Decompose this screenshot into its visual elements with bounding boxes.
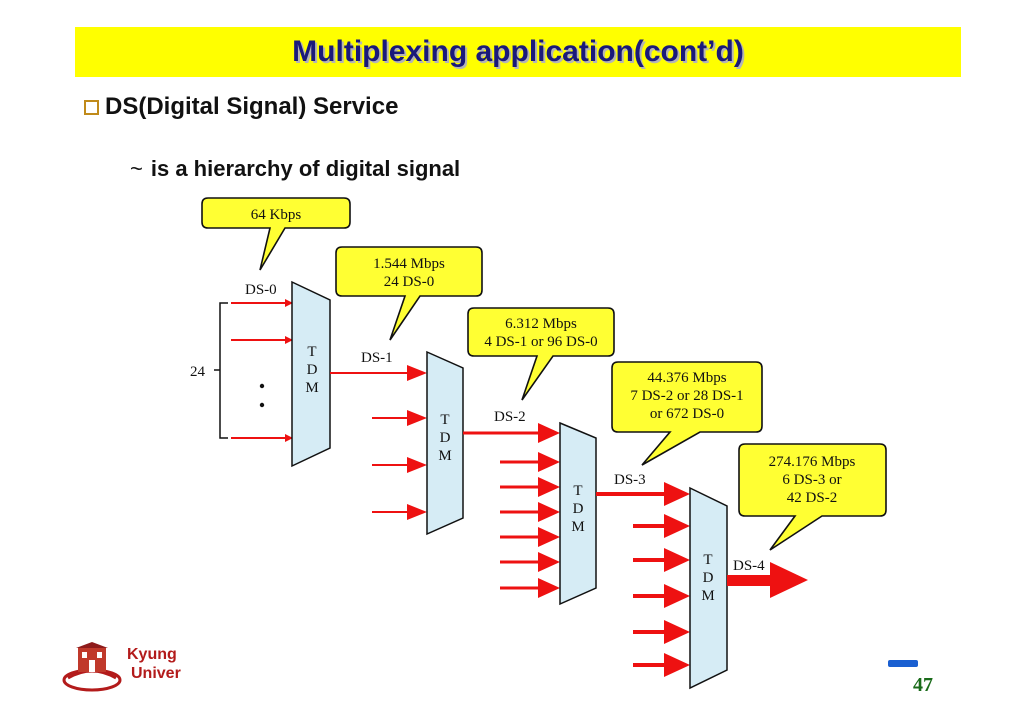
mux-label: M <box>305 380 318 396</box>
stage-ds1: DS-1 <box>330 350 427 520</box>
callout-ds4: 274.176 Mbps 6 DS-3 or 42 DS-2 <box>738 443 887 551</box>
callout-line: 6.312 Mbps <box>505 316 577 332</box>
callout-line: 44.376 Mbps <box>647 370 726 386</box>
mux-label: D <box>703 570 714 586</box>
stage-ds4: DS-4 <box>727 558 808 598</box>
callout-64kbps: 64 Kbps <box>201 197 351 271</box>
mux-tdm-2: T D M <box>426 350 464 536</box>
university-logo-icon <box>62 642 122 692</box>
university-name-line2: Univer <box>131 665 181 682</box>
callout-line: 64 Kbps <box>251 207 302 223</box>
mux-label: D <box>440 430 451 446</box>
mux-label: D <box>307 362 318 378</box>
sub-bullet-marker: ~ <box>130 156 143 181</box>
mux-tdm-3: T D M <box>559 421 597 606</box>
brace <box>214 302 228 439</box>
page-number: 47 <box>913 674 933 696</box>
callout-line: 4 DS-1 or 96 DS-0 <box>484 334 597 350</box>
mux-label: D <box>573 501 584 517</box>
callout-ds1: 1.544 Mbps 24 DS-0 <box>335 246 483 341</box>
mux-label: M <box>571 519 584 535</box>
signal-label-ds4: DS-4 <box>733 558 765 574</box>
stage-ds2: DS-2 <box>463 409 560 598</box>
callout-ds2: 6.312 Mbps 4 DS-1 or 96 DS-0 <box>467 307 615 401</box>
callout-line: 24 DS-0 <box>384 274 434 290</box>
callout-line: 42 DS-2 <box>787 490 837 506</box>
signal-label-ds1: DS-1 <box>361 350 393 366</box>
mux-label: T <box>307 344 316 360</box>
mux-tdm-1: T D M <box>291 280 331 468</box>
stage-ds0: DS-0 24 <box>190 282 293 442</box>
university-name: Kyung Univer <box>127 645 181 683</box>
output-arrow-head <box>770 562 808 598</box>
slide-title: Multiplexing application(cont’d) <box>292 35 744 68</box>
stage-ds3: DS-3 <box>596 472 690 677</box>
signal-label-ds3: DS-3 <box>614 472 646 488</box>
checkbox-bullet-icon <box>84 99 99 115</box>
output-arrow-shaft <box>727 575 775 586</box>
callout-line: 1.544 Mbps <box>373 256 445 272</box>
signal-label-ds0: DS-0 <box>245 282 277 298</box>
callout-line: 274.176 Mbps <box>769 454 856 470</box>
sub-bullet: ~ is a hierarchy of digital signal <box>130 156 460 182</box>
title-bar: Multiplexing application(cont’d) <box>75 27 961 77</box>
ellipsis-dot <box>259 402 265 408</box>
page-accent-bar <box>888 660 918 667</box>
mux-label: M <box>701 588 714 604</box>
mux-label: M <box>438 448 451 464</box>
brace-label: 24 <box>190 364 206 380</box>
bullet-item: DS(Digital Signal) Service <box>84 93 398 121</box>
university-name-line1: Kyung <box>127 646 177 663</box>
bullet-text: DS(Digital Signal) Service <box>105 93 399 120</box>
callout-ds3: 44.376 Mbps 7 DS-2 or 28 DS-1 or 672 DS-… <box>611 361 763 466</box>
mux-label: T <box>573 483 582 499</box>
ellipsis-dot <box>259 383 265 389</box>
callout-line: or 672 DS-0 <box>650 406 724 422</box>
signal-label-ds2: DS-2 <box>494 409 526 425</box>
mux-label: T <box>703 552 712 568</box>
mux-label: T <box>440 412 449 428</box>
callout-line: 7 DS-2 or 28 DS-1 <box>630 388 743 404</box>
callout-line: 6 DS-3 or <box>782 472 841 488</box>
mux-tdm-4: T D M <box>689 486 728 690</box>
sub-bullet-text: is a hierarchy of digital signal <box>150 156 461 181</box>
